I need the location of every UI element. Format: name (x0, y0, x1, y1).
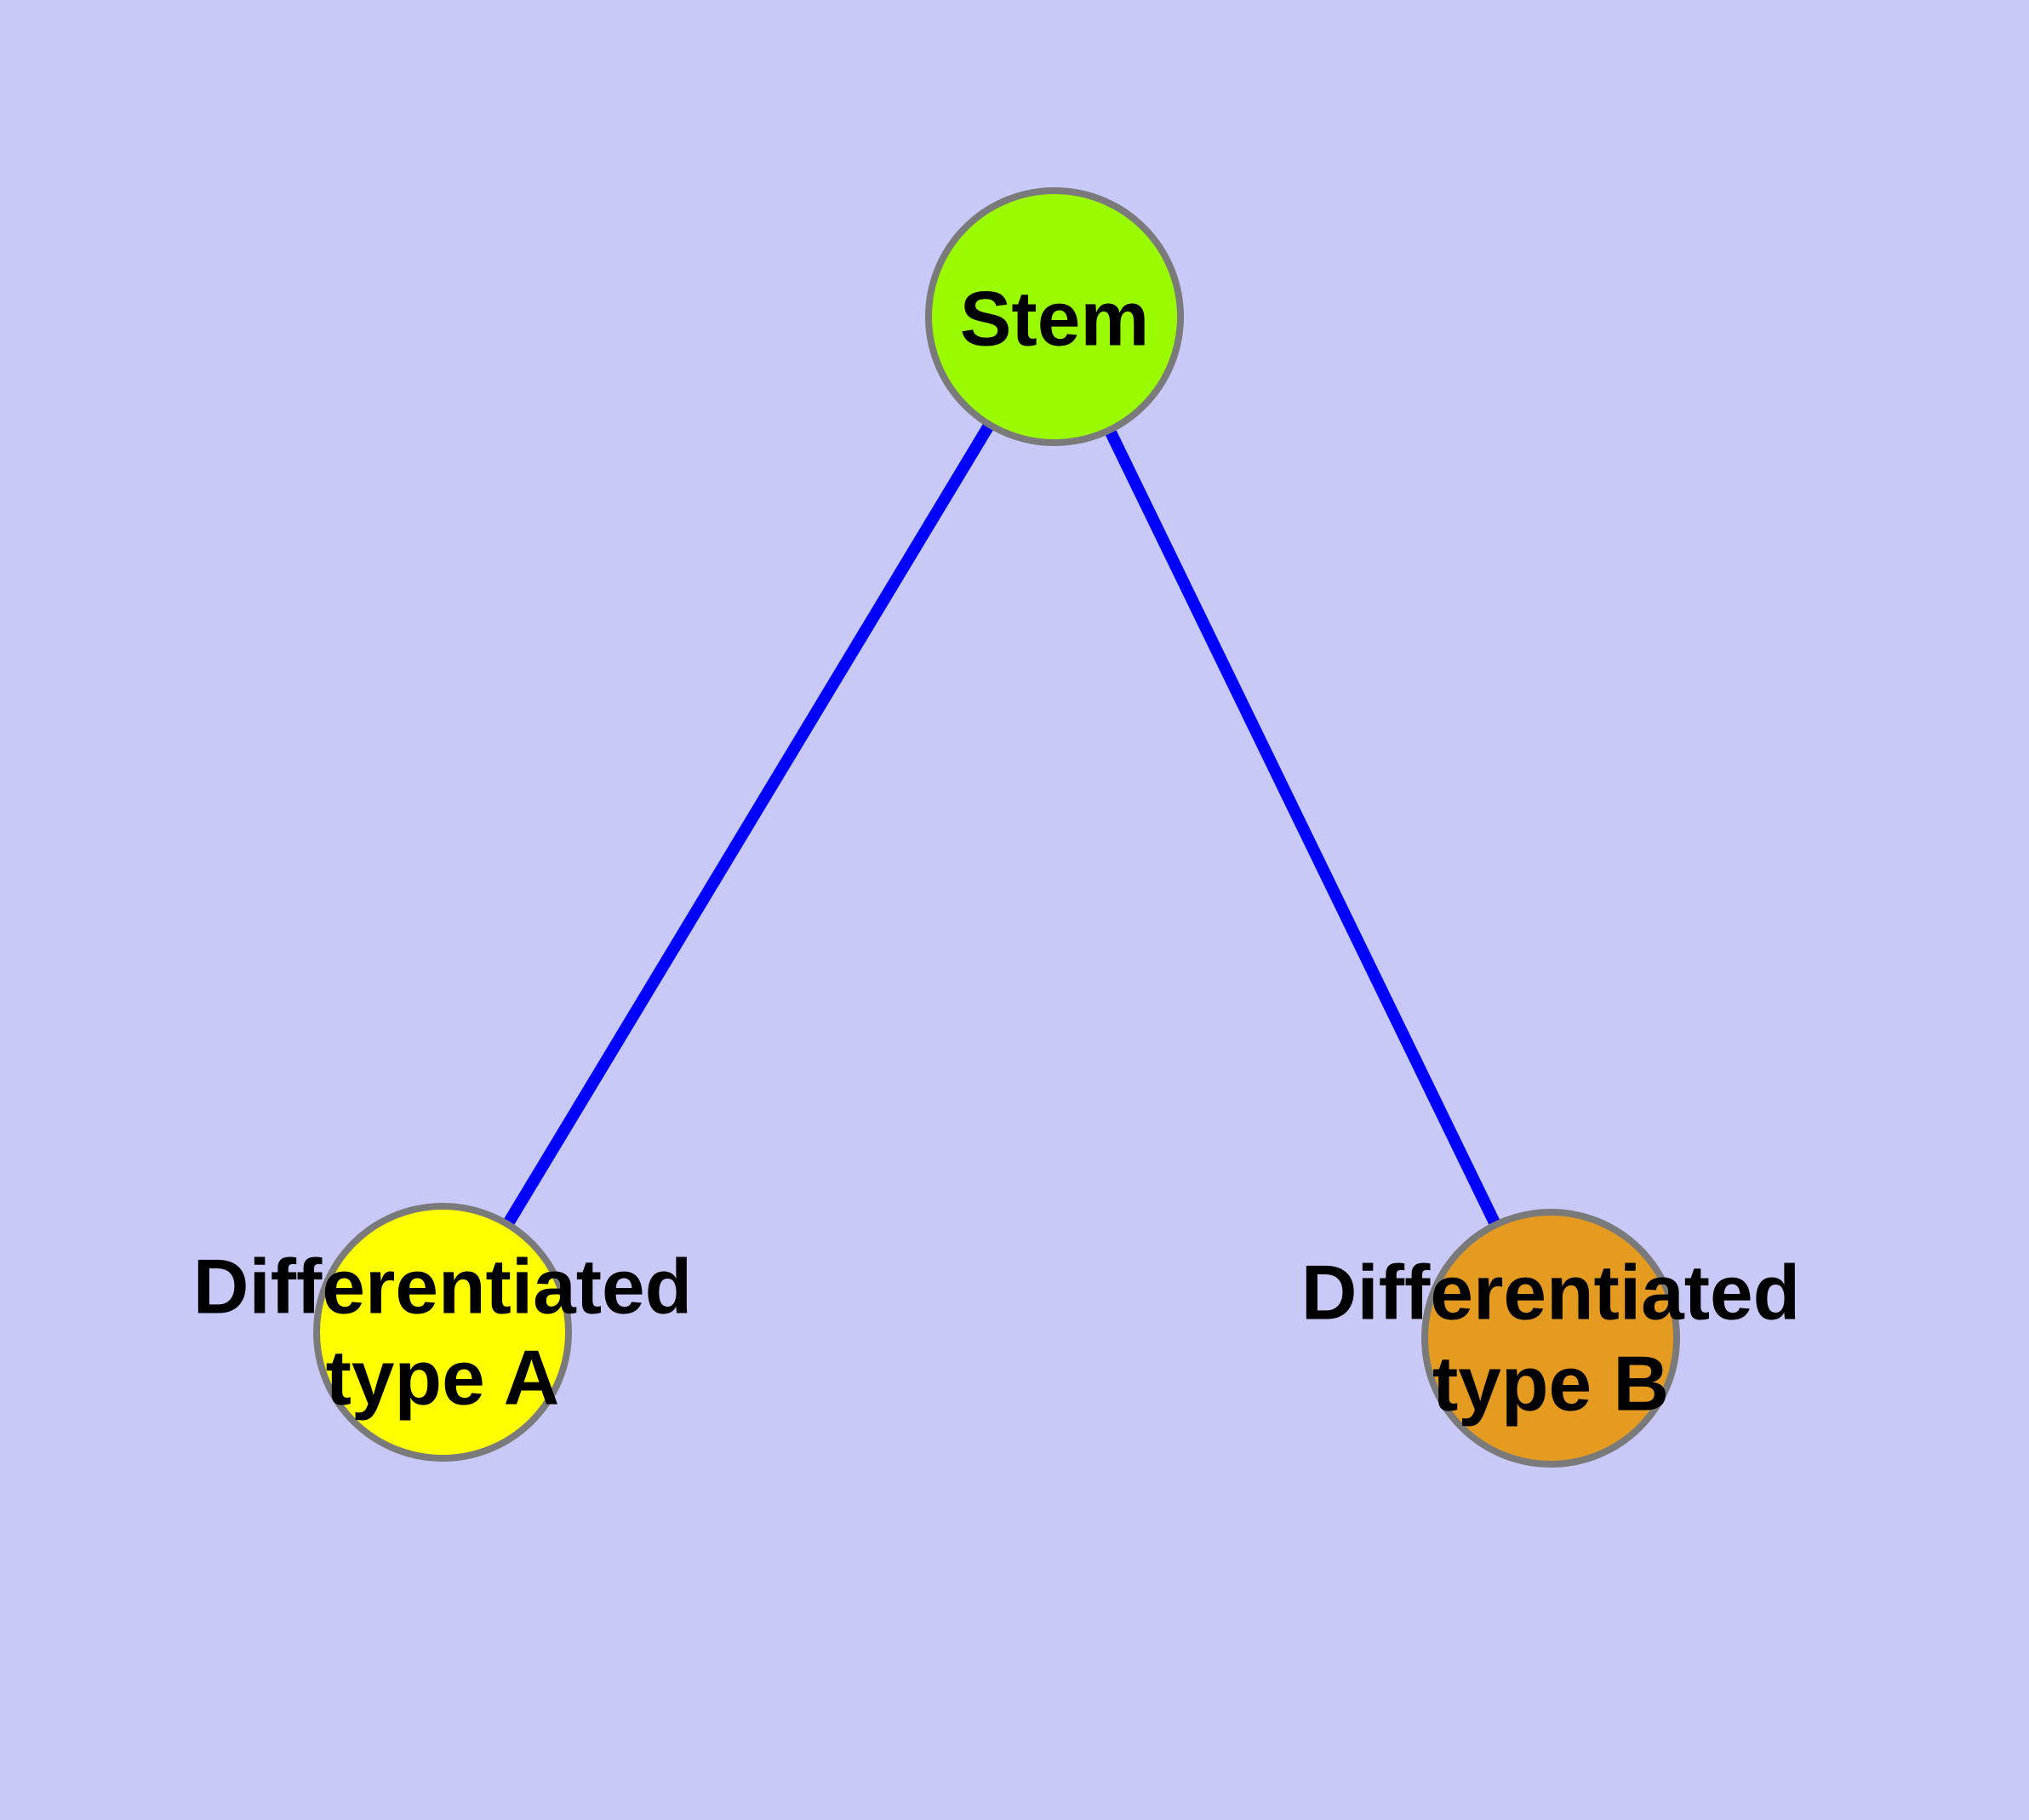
node-type-b-label-line1: Differentiated (1301, 1251, 1801, 1336)
node-type-a-label-line1: Differentiated (193, 1245, 693, 1331)
node-type-a-circle (313, 1203, 572, 1462)
edge-stem-to-type-b (1049, 313, 1557, 1342)
node-stem-label: Stem (960, 277, 1150, 363)
node-stem-circle (925, 187, 1184, 446)
node-type-b-label-line2: type B (1432, 1342, 1669, 1428)
node-type-b-circle (1421, 1209, 1680, 1468)
edge-stem-to-type-a (437, 313, 1060, 1336)
node-type-a-label-line2: type A (326, 1336, 560, 1422)
